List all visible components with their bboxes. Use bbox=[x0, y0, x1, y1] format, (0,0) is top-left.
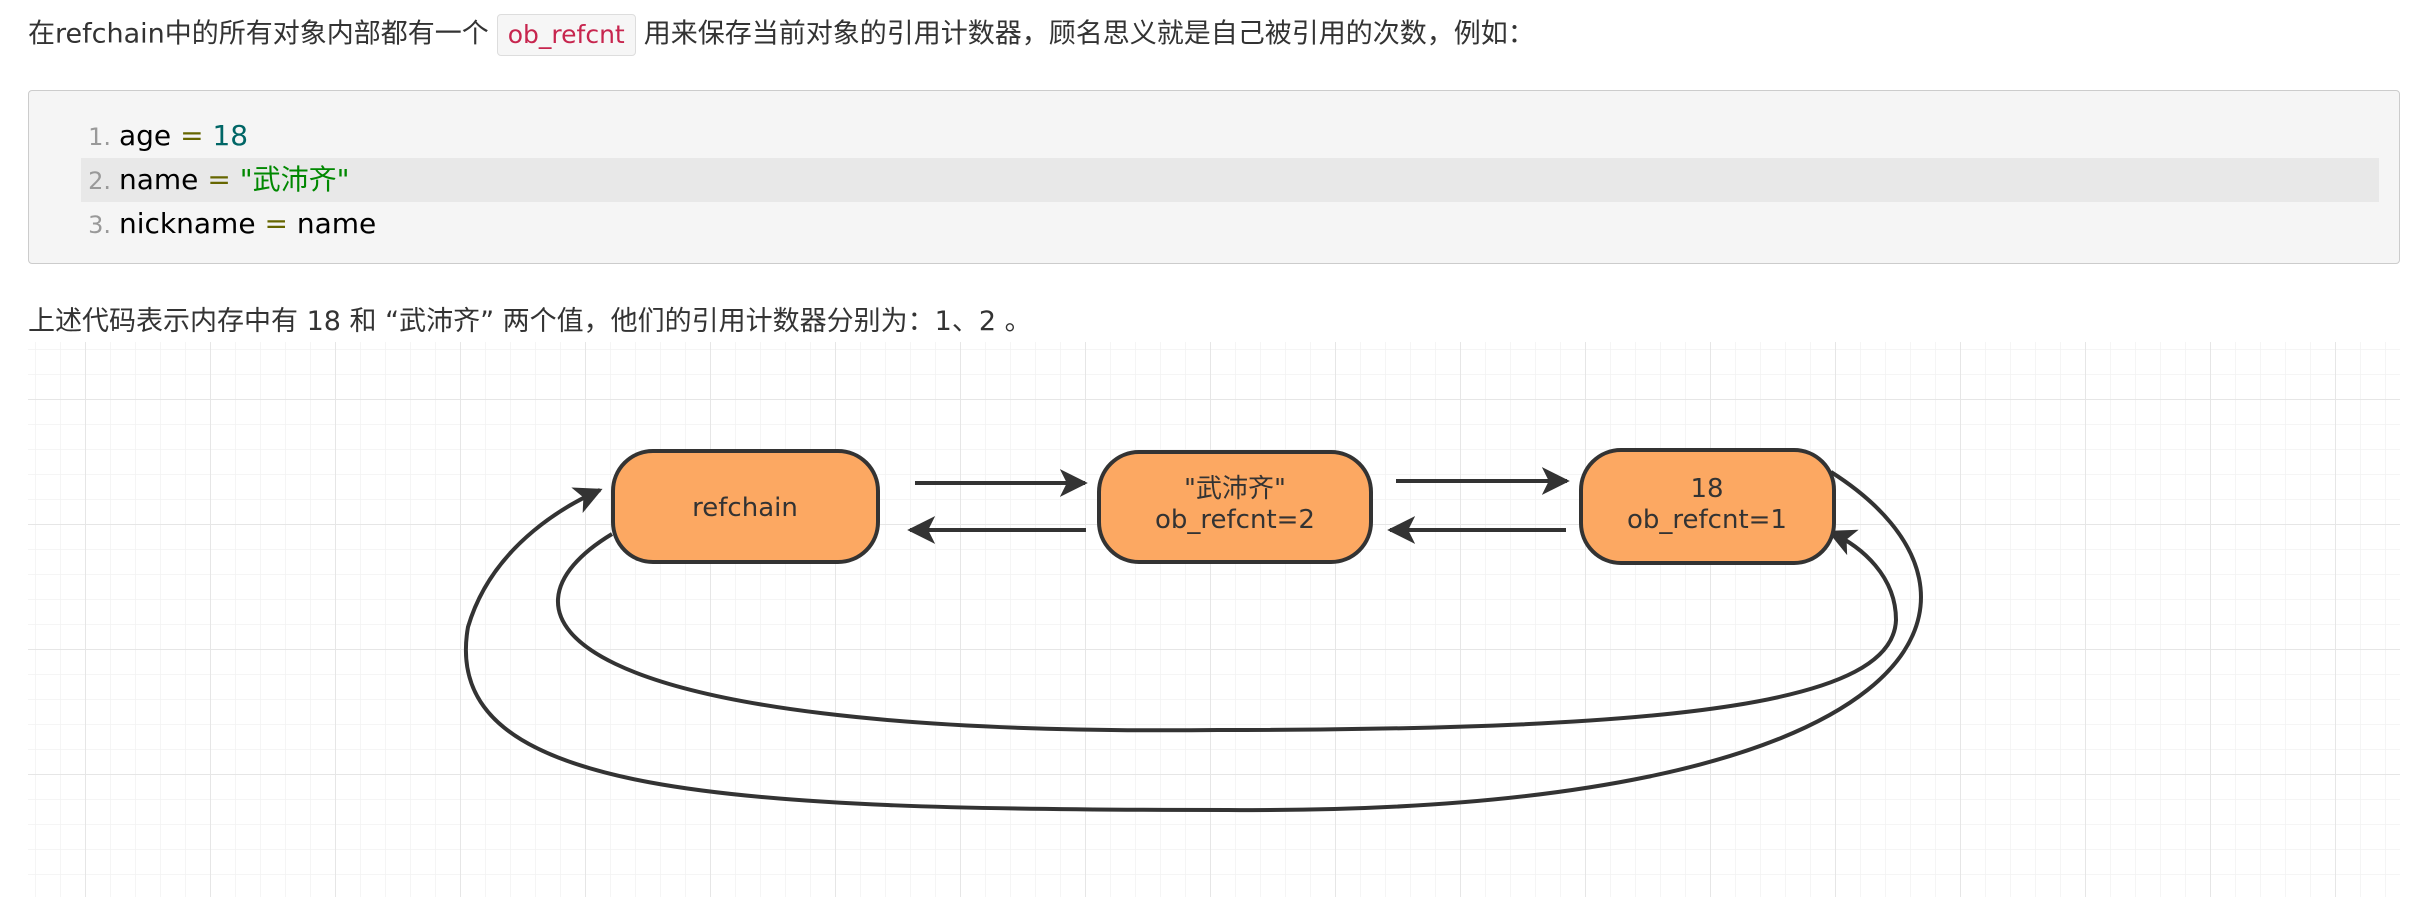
node-refchain: refchain bbox=[611, 449, 880, 564]
code-string-literal: "武沛齐" bbox=[239, 163, 350, 196]
arrow-loop-refchain-to-num bbox=[556, 529, 1899, 733]
code-var: age bbox=[119, 119, 172, 152]
code-line-1: 1. age = 18 bbox=[81, 114, 2379, 158]
node-number-value-label: 18 bbox=[1690, 474, 1723, 504]
intro-text-before: 在refchain中的所有对象内部都有一个 bbox=[28, 18, 489, 50]
diagram-grid-background bbox=[28, 342, 2400, 897]
arrow-loop-num-to-refchain bbox=[464, 470, 1923, 813]
node-refchain-label: refchain bbox=[692, 493, 798, 523]
line-number: 2. bbox=[88, 167, 111, 195]
node-string-value-label: "武沛齐" bbox=[1184, 474, 1286, 504]
code-block: 1. age = 18 2. name = "武沛齐" 3. nickname = n… bbox=[28, 90, 2400, 264]
line-number: 3. bbox=[88, 211, 111, 239]
code-var: name bbox=[119, 163, 199, 196]
code-identifier: name bbox=[296, 207, 377, 240]
code-line-3: 3. nickname = name bbox=[81, 202, 2379, 246]
node-string-refcnt: ob_refcnt=2 bbox=[1155, 505, 1315, 535]
code-number-literal: 18 bbox=[212, 119, 249, 152]
intro-text-after: 用来保存当前对象的引用计数器，顾名思义就是自己被引用的次数，例如： bbox=[643, 18, 1535, 50]
refchain-diagram: refchain "武沛齐" ob_refcnt=2 18 ob_refcnt=… bbox=[28, 342, 2400, 897]
node-string-value: "武沛齐" ob_refcnt=2 bbox=[1097, 450, 1373, 564]
code-operator: = bbox=[207, 163, 231, 196]
code-operator: = bbox=[264, 207, 288, 240]
node-number-value: 18 ob_refcnt=1 bbox=[1579, 448, 1836, 565]
code-operator: = bbox=[180, 119, 204, 152]
line-number: 1. bbox=[88, 123, 111, 151]
node-number-refcnt: ob_refcnt=1 bbox=[1627, 505, 1787, 535]
code-line-2: 2. name = "武沛齐" bbox=[81, 158, 2379, 202]
summary-paragraph: 上述代码表示内存中有 18 和 “武沛齐” 两个值，他们的引用计数器分别为：1、… bbox=[28, 306, 1032, 337]
code-var: nickname bbox=[119, 207, 256, 240]
inline-code-ob-refcnt: ob_refcnt bbox=[496, 14, 636, 56]
